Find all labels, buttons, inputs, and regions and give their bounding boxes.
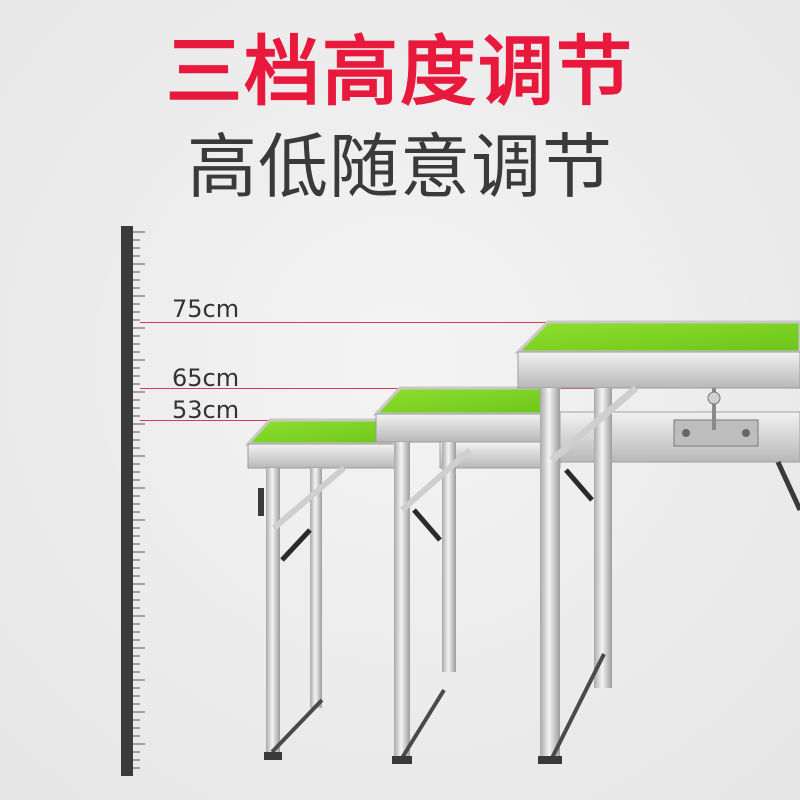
headline-main: 三档高度调节	[166, 27, 634, 116]
headline-sub: 高低随意调节	[187, 126, 613, 208]
height-marker-line-low	[140, 420, 340, 421]
height-marker-line-mid	[140, 388, 595, 389]
height-marker-line-high	[140, 322, 738, 323]
table-low	[244, 418, 414, 760]
height-label-high: 75cm	[172, 295, 240, 323]
table-high	[514, 320, 800, 764]
height-label-low: 53cm	[172, 396, 240, 424]
height-label-mid: 65cm	[172, 364, 240, 392]
table-mid	[372, 386, 564, 764]
